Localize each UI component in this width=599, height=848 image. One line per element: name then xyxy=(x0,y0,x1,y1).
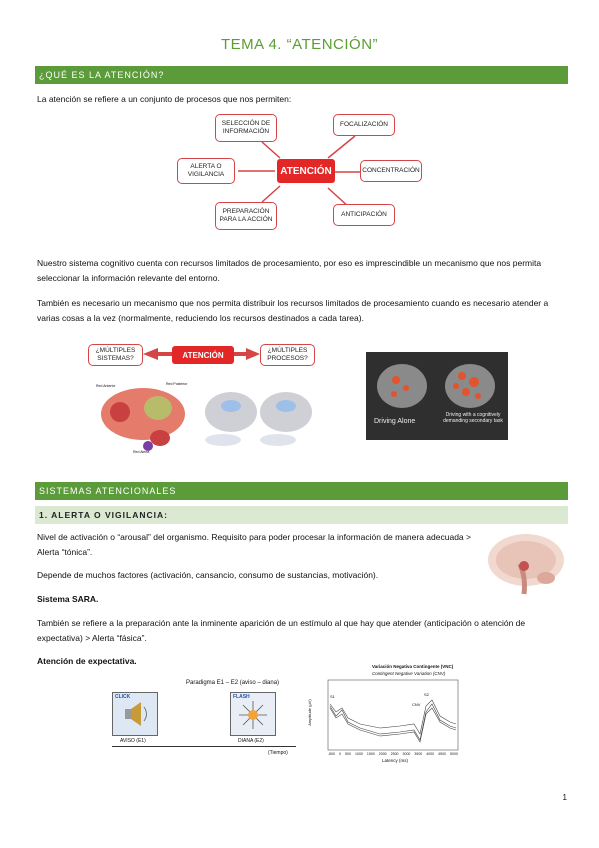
paragraph-expectativa: Atención de expectativa. xyxy=(37,656,137,666)
intro-text: La atención se refiere a un conjunto de … xyxy=(37,94,292,104)
cnv-title: Variación Negativa Contingente (VNC) xyxy=(372,664,454,669)
speaker-icon xyxy=(125,702,147,726)
cnv-xtick: 4000 xyxy=(426,752,435,756)
figure-arrows xyxy=(101,348,312,451)
cnv-xtick: 2500 xyxy=(390,752,399,756)
paradigm-figure: Paradigma E1 – E2 (aviso – diana) CLICK … xyxy=(112,676,296,770)
systems-figure: ¿MÚLTIPLES SISTEMAS? ATENCIÓN ¿MÚLTIPLES… xyxy=(88,342,318,457)
figure-attention-label: ATENCIÓN xyxy=(172,346,234,364)
cnv-xtick: 3500 xyxy=(414,752,423,756)
brain-label-alerta: Red Alerta xyxy=(133,450,150,454)
aviso-label: AVISO (E1) xyxy=(120,738,146,744)
paragraph-alerta-1: Nivel de activación o “arousal” del orga… xyxy=(37,532,471,557)
cnv-xtick: 1000 xyxy=(355,752,363,756)
node-focalizacion: FOCALIZACIÓN xyxy=(333,114,395,136)
click-label: CLICK xyxy=(115,694,131,700)
paradigm-title: Paradigma E1 – E2 (aviso – diana) xyxy=(186,680,280,686)
page-title: TEMA 4. “ATENCIÓN” xyxy=(220,36,379,53)
paragraph-alerta-3: También se refiere a la preparación ante… xyxy=(37,618,526,643)
time-label: (Tiempo) xyxy=(268,750,288,756)
section-heading-2: SISTEMAS ATENCIONALES xyxy=(35,482,568,500)
cnv-xtick: 0 xyxy=(339,752,342,756)
cnv-xlabel: Latency (ms) xyxy=(382,758,409,763)
paragraph-1: Nuestro sistema cognitivo cuenta con rec… xyxy=(37,258,542,283)
driving-photo: Driving Alone Driving with a cognitively… xyxy=(366,352,508,440)
brain-sagittal-icon xyxy=(488,534,564,595)
cnv-plot xyxy=(327,679,459,751)
node-preparacion: PREPARACIÓN PARA LA ACCIÓN xyxy=(215,202,277,230)
flash-icon xyxy=(239,701,267,729)
cnv-s1-label: S1 xyxy=(330,694,335,699)
node-atencion: ATENCIÓN xyxy=(277,159,335,183)
click-box: CLICK xyxy=(112,692,158,736)
cnv-xtick: 3000 xyxy=(402,752,411,756)
cnv-xtick: -500 xyxy=(328,752,336,756)
time-axis xyxy=(112,746,296,747)
cnv-chart: Variación Negativa Contingente (VNC) Con… xyxy=(306,664,460,766)
cnv-xtick: 1500 xyxy=(366,752,375,756)
cnv-cnv-label: CNV xyxy=(412,702,421,707)
subsection-heading: 1. ALERTA O VIGILANCIA: xyxy=(35,506,568,524)
cnv-s2-label: S2 xyxy=(424,692,429,697)
multiple-processes-box: ¿MÚLTIPLES PROCESOS? xyxy=(260,344,315,366)
paragraph-alerta-2: Depende de muchos factores (activación, … xyxy=(37,570,379,580)
cnv-xticks: -500 0 500 1000 1500 2000 2500 3000 3500… xyxy=(328,752,458,756)
cnv-subtitle: Contingent Negative Variation (CNV) xyxy=(372,671,446,676)
paragraph-2: También es necesario un mecanismo que no… xyxy=(37,298,549,323)
driving-brains-icon xyxy=(377,364,495,408)
driving-alone-label: Driving Alone xyxy=(374,418,416,425)
brain-label-anterior: Red Anterior xyxy=(96,384,116,388)
cnv-ylabel: Amplitude (μV) xyxy=(306,699,312,726)
multiple-systems-box: ¿MÚLTIPLES SISTEMAS? xyxy=(88,344,143,366)
node-seleccion: SELECCIÓN DE INFORMACIÓN xyxy=(215,114,277,142)
cnv-xtick: 4500 xyxy=(438,752,446,756)
driving-task-label: Driving with a cognitively demanding sec… xyxy=(443,412,503,424)
node-anticipacion: ANTICIPACIÓN xyxy=(333,204,395,226)
brain-sagittal-image xyxy=(480,528,568,600)
cnv-xtick: 5000 xyxy=(450,752,458,756)
node-alerta: ALERTA O VIGILANCIA xyxy=(177,158,235,184)
flash-box: FLASH xyxy=(230,692,276,736)
cnv-xtick: 500 xyxy=(345,752,351,756)
flash-label: FLASH xyxy=(233,694,250,700)
node-concentracion: CONCENTRACIÓN xyxy=(360,160,422,182)
paragraph-sara: Sistema SARA. xyxy=(37,594,99,604)
diana-label: DIANA (E2) xyxy=(238,738,264,744)
section-heading: ¿QUÉ ES LA ATENCIÓN? xyxy=(35,66,568,84)
cnv-xtick: 2000 xyxy=(378,752,387,756)
page-number: 1 xyxy=(562,793,567,802)
attention-diagram: SELECCIÓN DE INFORMACIÓN FOCALIZACIÓN AL… xyxy=(170,110,422,235)
brain-label-posterior: Red Posterior xyxy=(166,382,188,386)
